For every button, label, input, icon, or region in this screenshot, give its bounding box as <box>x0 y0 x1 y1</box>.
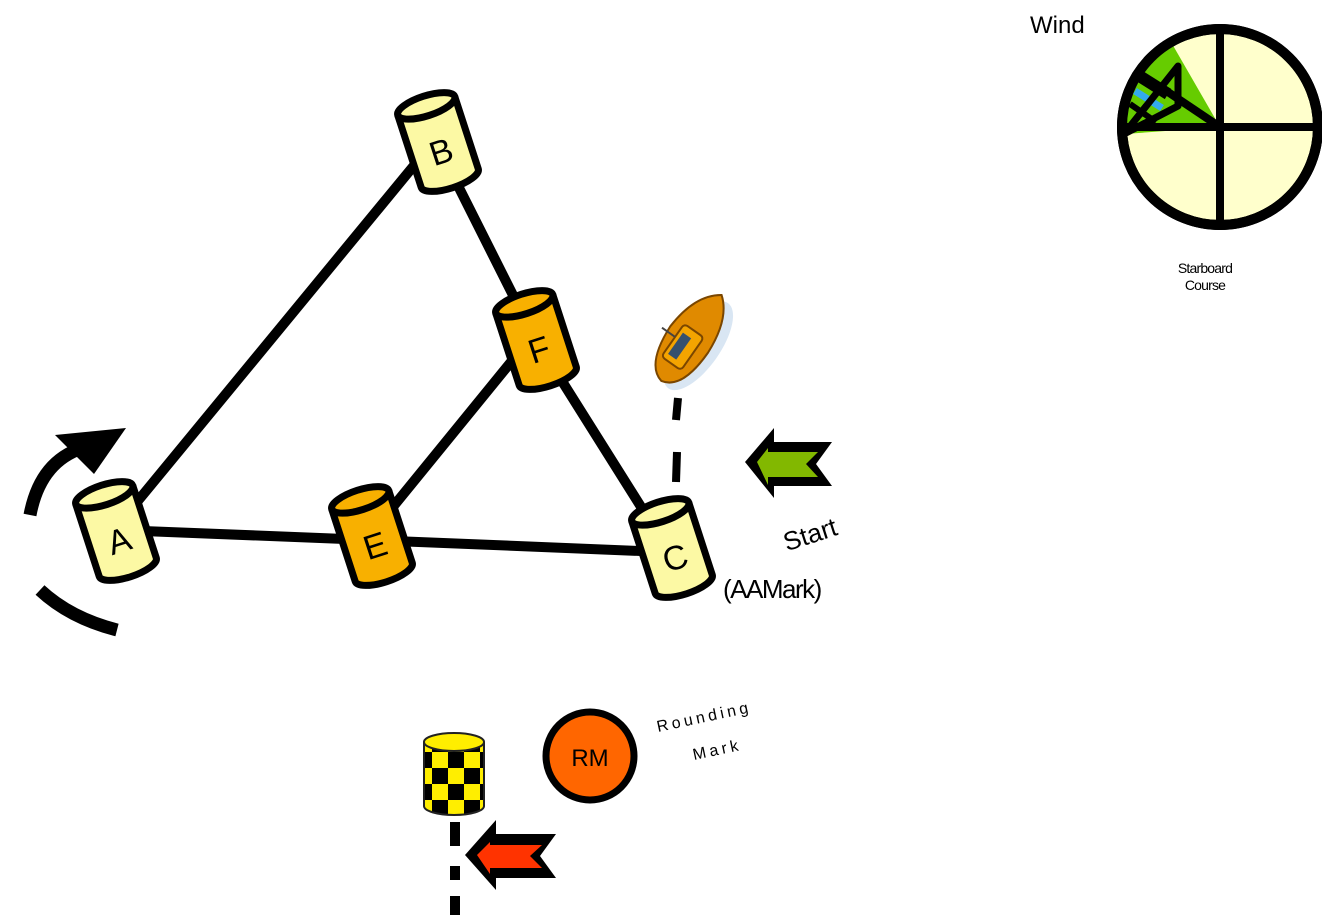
wind-compass-icon <box>1117 24 1322 230</box>
committee-boat-icon <box>654 293 734 391</box>
start-line <box>672 397 682 483</box>
rounding-mark-label-line1: Rounding <box>655 699 753 736</box>
mark-c[interactable]: C <box>628 493 716 603</box>
rounding-mark[interactable]: RM <box>542 708 638 804</box>
leg-e-c <box>365 535 670 557</box>
compass-course-line1: Starboard <box>1178 260 1232 276</box>
rounding-mark-badge: RM <box>571 745 608 772</box>
mark-b[interactable]: B <box>394 87 482 197</box>
start-arrow-icon <box>745 428 832 498</box>
leg-a-e <box>113 525 375 545</box>
start-sublabel: (AAMark) <box>723 574 822 604</box>
counterclockwise-rotation-arrow-icon <box>23 428 126 637</box>
mark-a[interactable]: A <box>72 476 160 586</box>
leg-f-e <box>365 330 538 540</box>
rounding-mark-label-line2: Mark <box>691 737 743 764</box>
start-label: Start <box>779 511 841 557</box>
leg-a-b <box>113 135 440 530</box>
wind-label: Wind <box>1030 12 1085 39</box>
compass-course-line2: Course <box>1185 277 1226 293</box>
finish-arrow-icon <box>465 820 556 890</box>
mark-e[interactable]: E <box>328 481 416 591</box>
checkered-finish-buoy-icon[interactable] <box>423 732 485 816</box>
mark-f[interactable]: F <box>492 285 580 395</box>
